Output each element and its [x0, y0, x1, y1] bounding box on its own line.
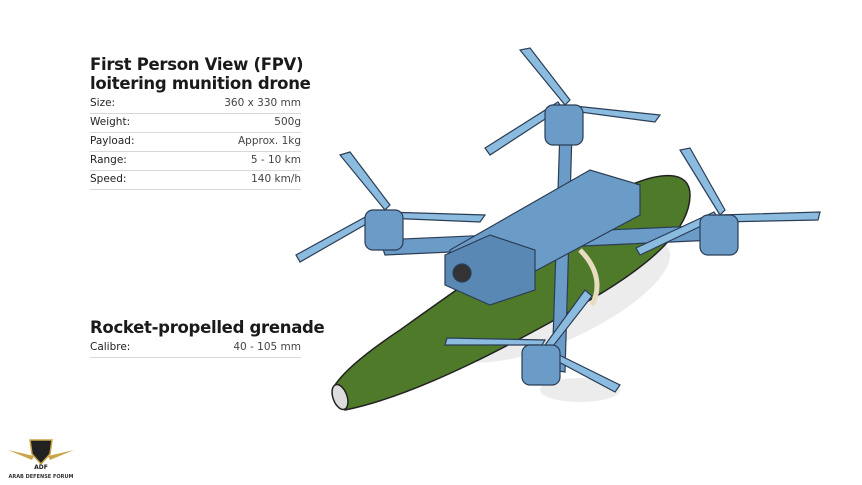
spec-row: Payload: Approx. 1kg — [90, 133, 301, 152]
spec-row: Size: 360 x 330 mm — [90, 95, 301, 114]
spec-label: Range: — [90, 154, 127, 166]
grenade-spec-table: Calibre: 40 - 105 mm — [90, 339, 301, 358]
spec-label: Calibre: — [90, 341, 131, 353]
grenade-title: Rocket-propelled grenade — [90, 318, 325, 337]
spec-row: Speed: 140 km/h — [90, 171, 301, 190]
propellers — [295, 47, 821, 393]
spec-value: 5 - 10 km — [250, 154, 301, 166]
drone-title: First Person View (FPV) loitering muniti… — [90, 55, 311, 93]
spec-label: Size: — [90, 97, 116, 109]
spec-value: 500g — [274, 116, 301, 128]
svg-text:ADF: ADF — [34, 464, 48, 470]
watermark-logo: ADF ARAB DEFENSE FORUM — [6, 436, 76, 482]
spec-label: Speed: — [90, 173, 127, 185]
spec-row: Range: 5 - 10 km — [90, 152, 301, 171]
spec-label: Weight: — [90, 116, 131, 128]
spec-row: Weight: 500g — [90, 114, 301, 133]
title-line: First Person View (FPV) — [90, 55, 304, 74]
motors — [364, 104, 739, 386]
drone-spec-table: Size: 360 x 330 mm Weight: 500g Payload: Ap… — [90, 95, 301, 190]
spec-row: Calibre: 40 - 105 mm — [90, 339, 301, 358]
spec-value: 360 x 330 mm — [224, 97, 301, 109]
logo-text: ARAB DEFENSE FORUM — [8, 474, 74, 480]
spec-value: 40 - 105 mm — [233, 341, 301, 353]
spec-value: Approx. 1kg — [237, 135, 301, 147]
shield-wings-icon: ADF — [8, 439, 74, 471]
spec-value: 140 km/h — [251, 173, 301, 185]
title-line: loitering munition drone — [90, 74, 311, 93]
drone-illustration — [295, 47, 821, 411]
drone — [295, 47, 821, 393]
spec-label: Payload: — [90, 135, 135, 147]
